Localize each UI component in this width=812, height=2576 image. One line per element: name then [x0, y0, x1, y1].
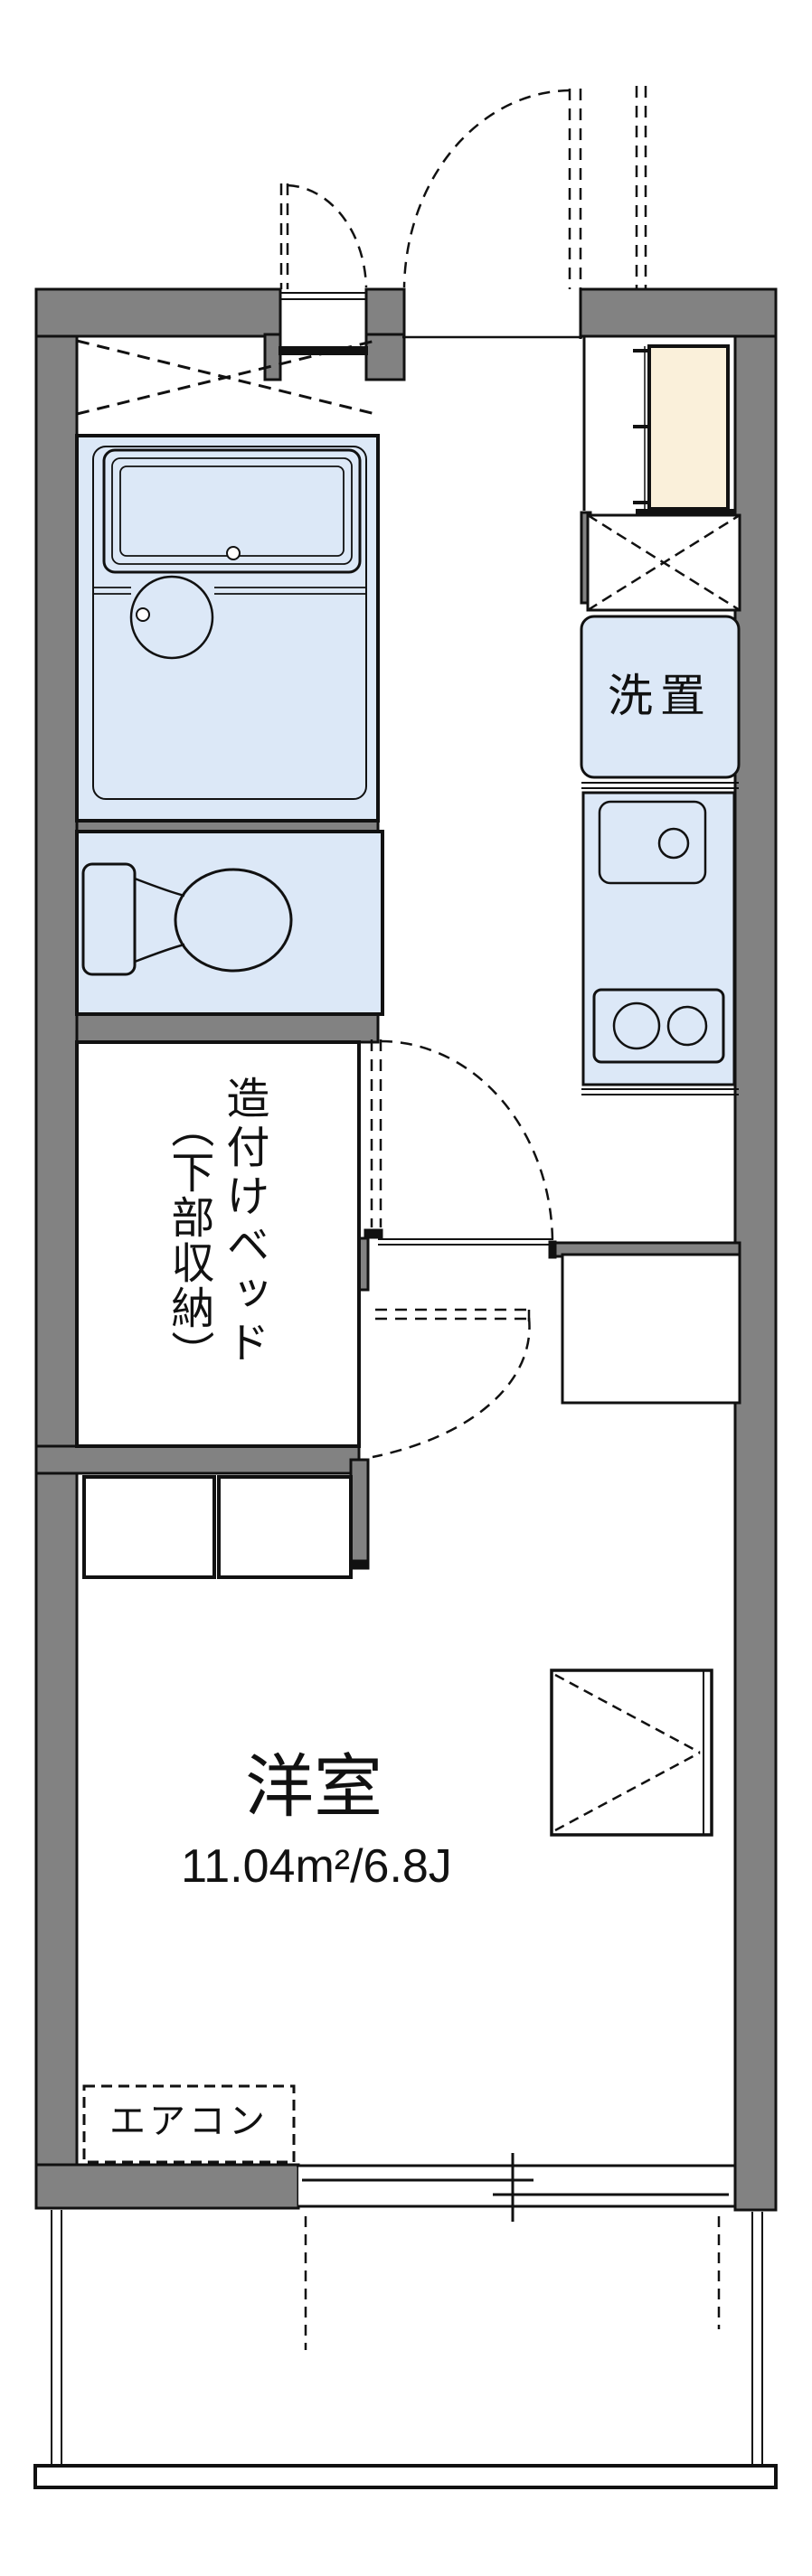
- wall-right: [733, 287, 778, 2212]
- stove: [592, 988, 725, 1064]
- wall-top-mid-segment: [364, 287, 406, 338]
- wall-bottom-left: [34, 2163, 300, 2210]
- entry-area: [582, 337, 735, 517]
- recess-door-arc: [287, 183, 368, 288]
- wall-top-left-segment: [34, 287, 282, 338]
- room-area-label: 11.04m²/6.8J: [181, 1840, 452, 1893]
- top-recess-opening: [279, 289, 368, 355]
- fridge-space: [586, 513, 741, 612]
- bed-storage-room: [75, 1040, 361, 1448]
- entrance-door-arc: [402, 89, 571, 288]
- wall-top-right-segment: [579, 287, 778, 338]
- walls: [34, 287, 778, 2212]
- hall-stub-cap: [350, 1559, 369, 1569]
- kitchen-counter-box: [561, 1253, 741, 1405]
- storage-box-right: [217, 1475, 353, 1579]
- storage-box-left: [82, 1475, 216, 1579]
- wall-recess-left-jamb: [263, 333, 282, 381]
- storage-x-marks: [76, 339, 376, 416]
- wall-hall-stub-lower: [349, 1458, 370, 1570]
- hall-door-arc: [380, 1039, 554, 1245]
- bathroom: [75, 434, 380, 823]
- wall-bed-room-bottom: [34, 1444, 361, 1475]
- door-hinge-tick: [364, 1228, 383, 1239]
- wall-recess-right-jamb: [364, 333, 406, 381]
- washbasin: [129, 575, 214, 660]
- wall-left: [34, 287, 79, 2210]
- room-name-label: 洋室: [245, 1749, 382, 1826]
- room-door-arc: [372, 1317, 531, 1459]
- bathtub: [102, 448, 362, 574]
- entrance-opening: [402, 289, 582, 339]
- window-side-unit: [550, 1669, 713, 1837]
- aircon-label: エアコン: [109, 2101, 269, 2141]
- toilet: [81, 862, 293, 976]
- kitchen-stub-tip: [548, 1240, 557, 1259]
- entry-mat: [647, 344, 730, 511]
- washer-space-box: [580, 615, 741, 779]
- aircon-box: [82, 2084, 296, 2164]
- kitchen-sink: [598, 800, 707, 885]
- kitchen: [561, 782, 741, 1405]
- washer-space-label: 洗置: [608, 671, 713, 721]
- wall-toilet-bed-divider: [75, 1012, 380, 1044]
- balcony-edge: [33, 2464, 778, 2489]
- bed-storage-label-line2: （下部収納）: [164, 1105, 212, 1376]
- toilet-room: [75, 830, 384, 1016]
- bed-storage-label-line1: 造付けベッド: [219, 1076, 268, 1368]
- door-swings: [279, 86, 647, 1459]
- sliding-window: [297, 2153, 734, 2222]
- balcony: [33, 2210, 778, 2489]
